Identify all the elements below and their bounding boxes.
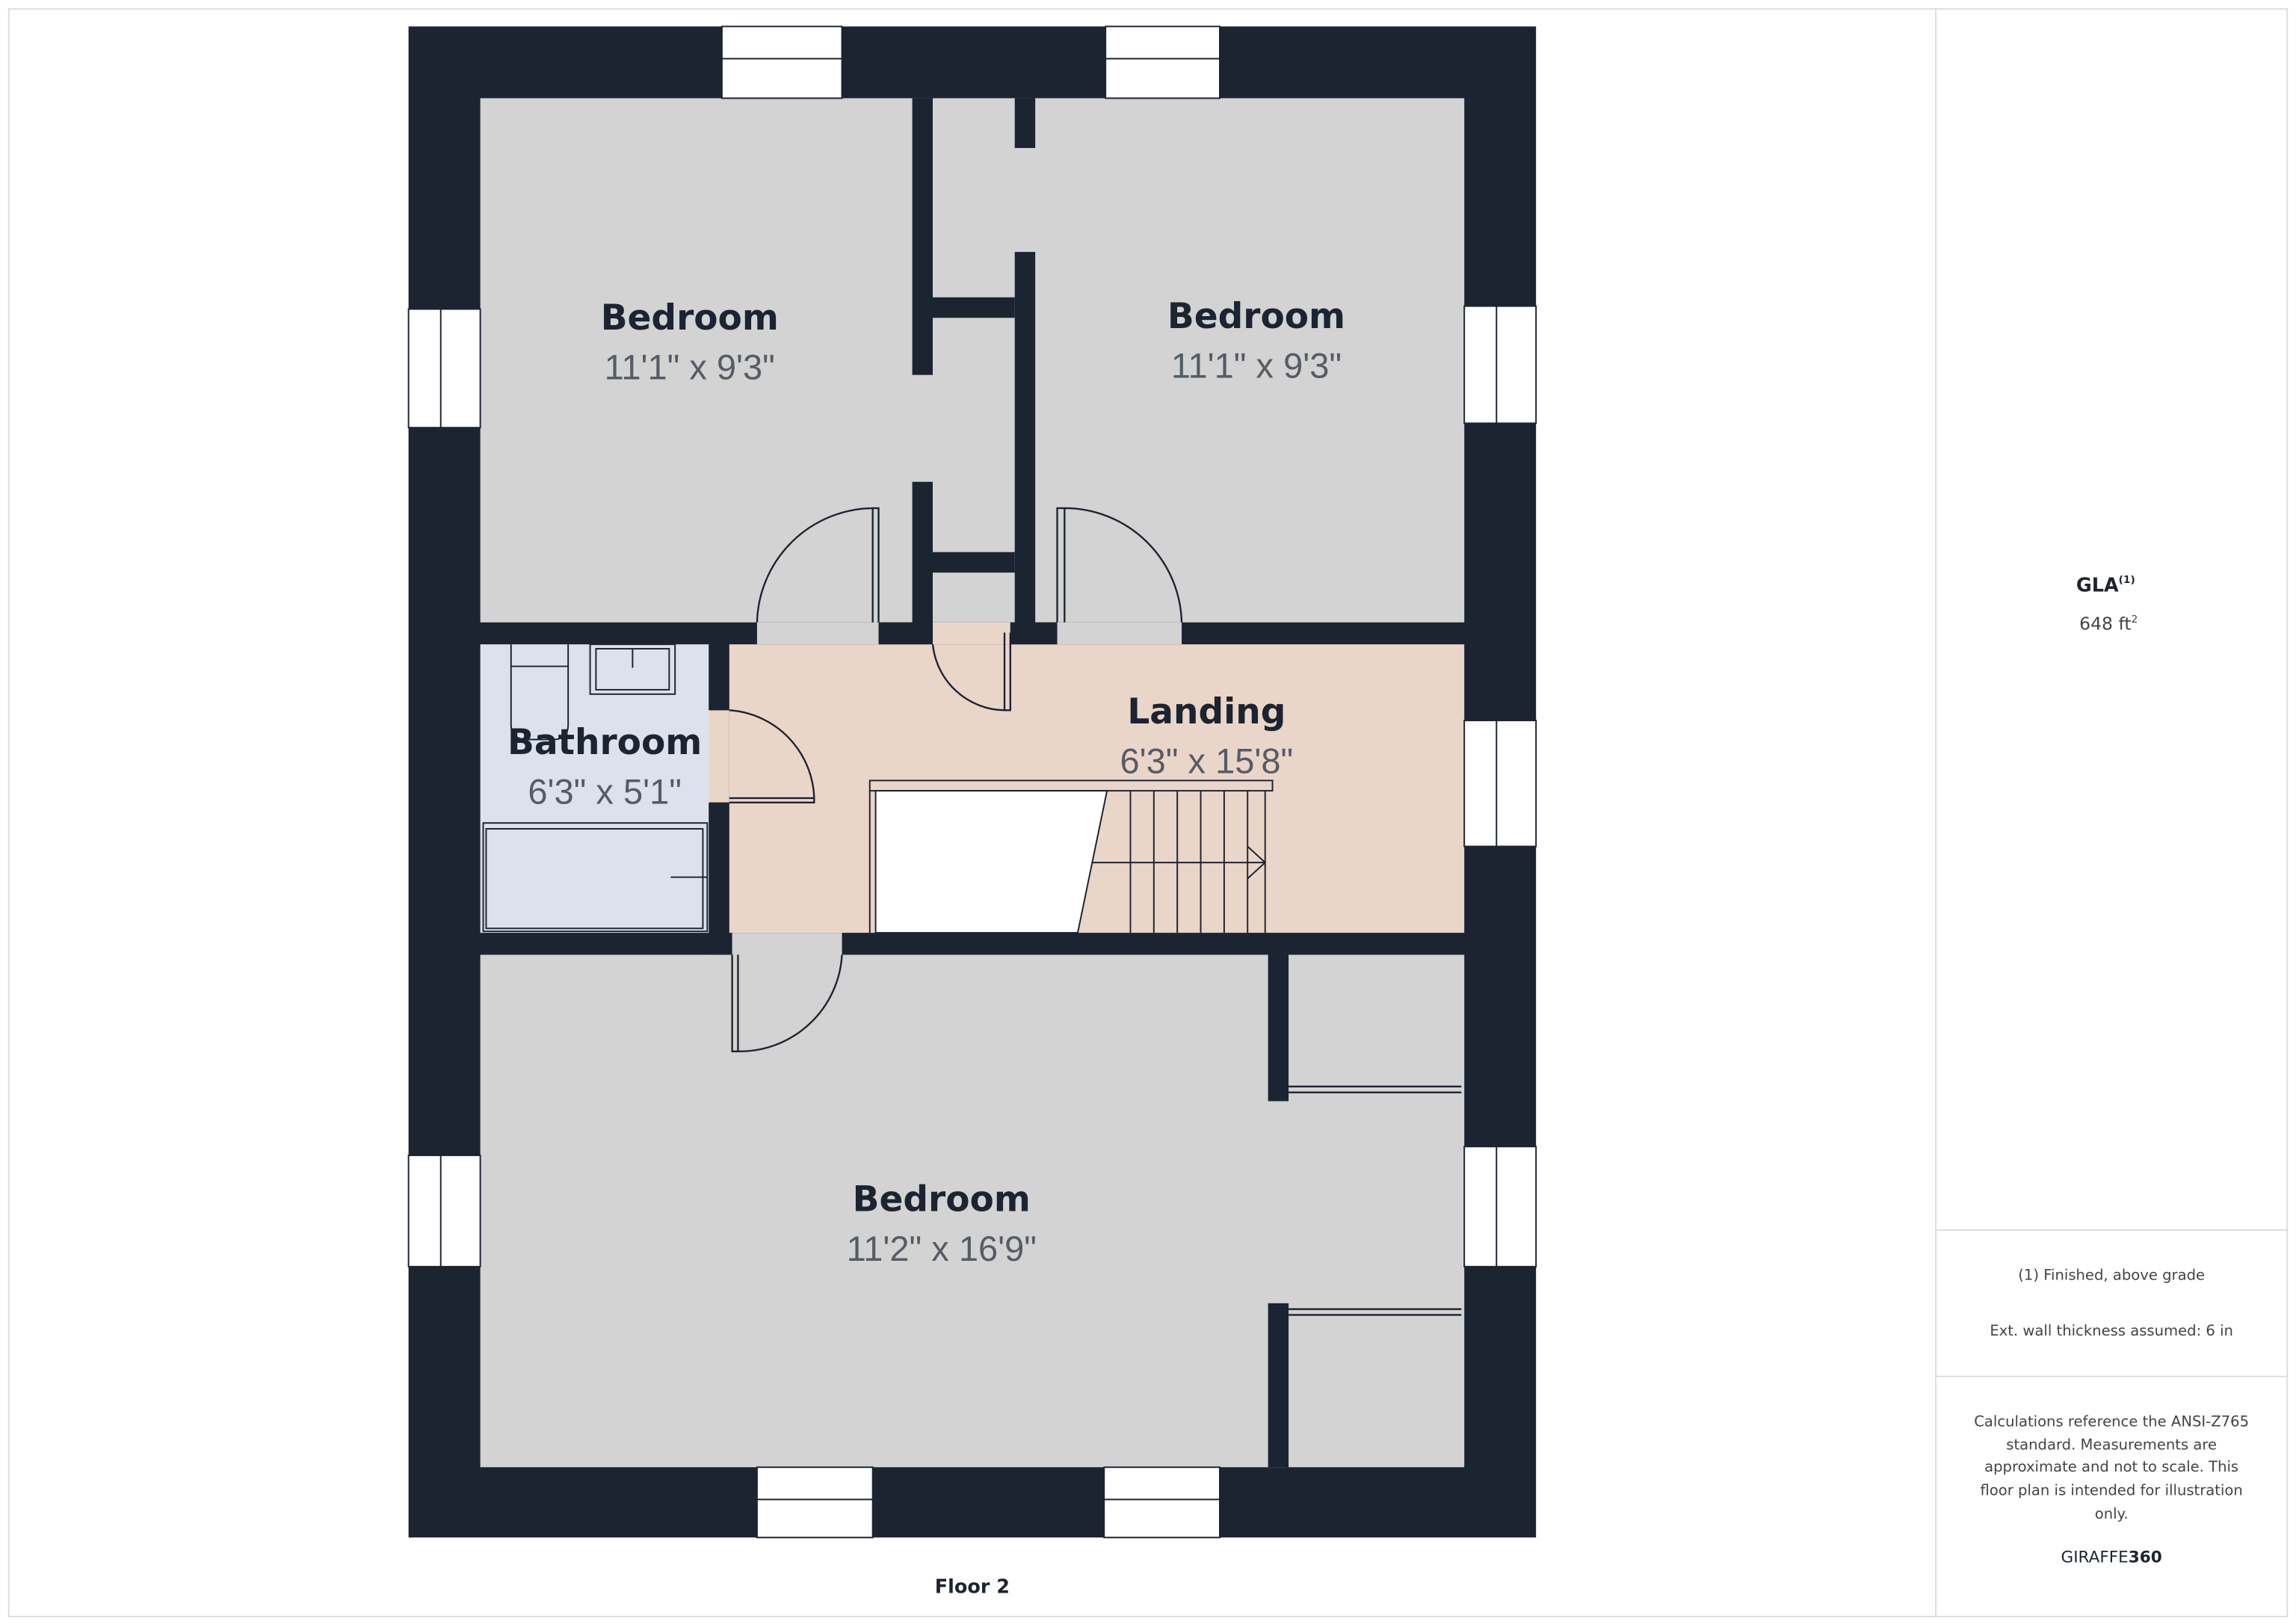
- disclaimer-line: Calculations reference the ANSI-Z765: [1974, 1412, 2249, 1430]
- room-dimensions: 6'3" x 5'1": [528, 772, 682, 812]
- disclaimer-line: standard. Measurements are: [2006, 1436, 2217, 1454]
- room-bathroom: Bathroom 6'3" x 5'1": [507, 722, 702, 812]
- disclaimer-line: only.: [2095, 1505, 2129, 1522]
- svg-text:648 ft2: 648 ft2: [2079, 614, 2138, 635]
- disclaimer: Calculations reference the ANSI-Z765 sta…: [1974, 1412, 2249, 1522]
- gla-label: GLA: [2076, 575, 2119, 597]
- interior-walls: [709, 98, 1289, 1468]
- footnote-finished: (1) Finished, above grade: [2018, 1266, 2205, 1283]
- room-bedroom-2: Bedroom 11'1" x 9'3": [1167, 296, 1345, 386]
- gla-summary: GLA(1) 648 ft2: [2076, 574, 2138, 635]
- room-dimensions: 6'3" x 15'8": [1120, 741, 1294, 781]
- door-threshold: [756, 622, 879, 645]
- room-landing: Landing 6'3" x 15'8": [1120, 691, 1294, 781]
- bathroom-fixtures: [482, 643, 709, 933]
- room-name: Bedroom: [1167, 296, 1345, 337]
- svg-text:GLA(1): GLA(1): [2076, 574, 2135, 597]
- windows: [407, 25, 1537, 1539]
- room-dimensions: 11'1" x 9'3": [605, 348, 775, 387]
- upper-bedrooms-floor: [480, 98, 1465, 623]
- brand-logo: GIRAFFE360: [2061, 1549, 2162, 1567]
- floor-label: Floor 2: [935, 1576, 1010, 1599]
- page-frame: [7, 7, 2289, 1618]
- gla-superscript: (1): [2119, 574, 2135, 586]
- room-dimensions: 11'1" x 9'3": [1171, 346, 1342, 386]
- room-name: Bedroom: [853, 1179, 1031, 1220]
- gla-value: 648 ft: [2079, 614, 2131, 635]
- room-dimensions: 11'2" x 16'9": [847, 1229, 1037, 1268]
- bathroom-floor: [480, 644, 711, 933]
- door-threshold: [709, 710, 729, 803]
- door-threshold: [732, 933, 842, 955]
- room-name: Bedroom: [601, 297, 779, 339]
- room-bedroom-3: Bedroom 11'2" x 16'9": [847, 1179, 1037, 1268]
- gla-unit-superscript: 2: [2132, 614, 2138, 626]
- disclaimer-line: approximate and not to scale. This: [1984, 1458, 2238, 1475]
- door-swings: [729, 507, 1462, 1316]
- room-bedroom-1: Bedroom 11'1" x 9'3": [601, 297, 779, 387]
- brand-logo-number: 360: [2129, 1549, 2162, 1567]
- door-threshold: [1057, 622, 1182, 645]
- lower-bedroom-floor: [480, 954, 1465, 1468]
- footnote-wall-thickness: Ext. wall thickness assumed: 6 in: [1990, 1322, 2233, 1339]
- door-threshold: [933, 622, 1010, 645]
- staircase: [868, 779, 1274, 934]
- room-name: Landing: [1127, 691, 1286, 732]
- brand-logo-text: GIRAFFE: [2061, 1549, 2129, 1567]
- room-name: Bathroom: [507, 722, 702, 763]
- disclaimer-line: floor plan is intended for illustration: [1980, 1481, 2242, 1498]
